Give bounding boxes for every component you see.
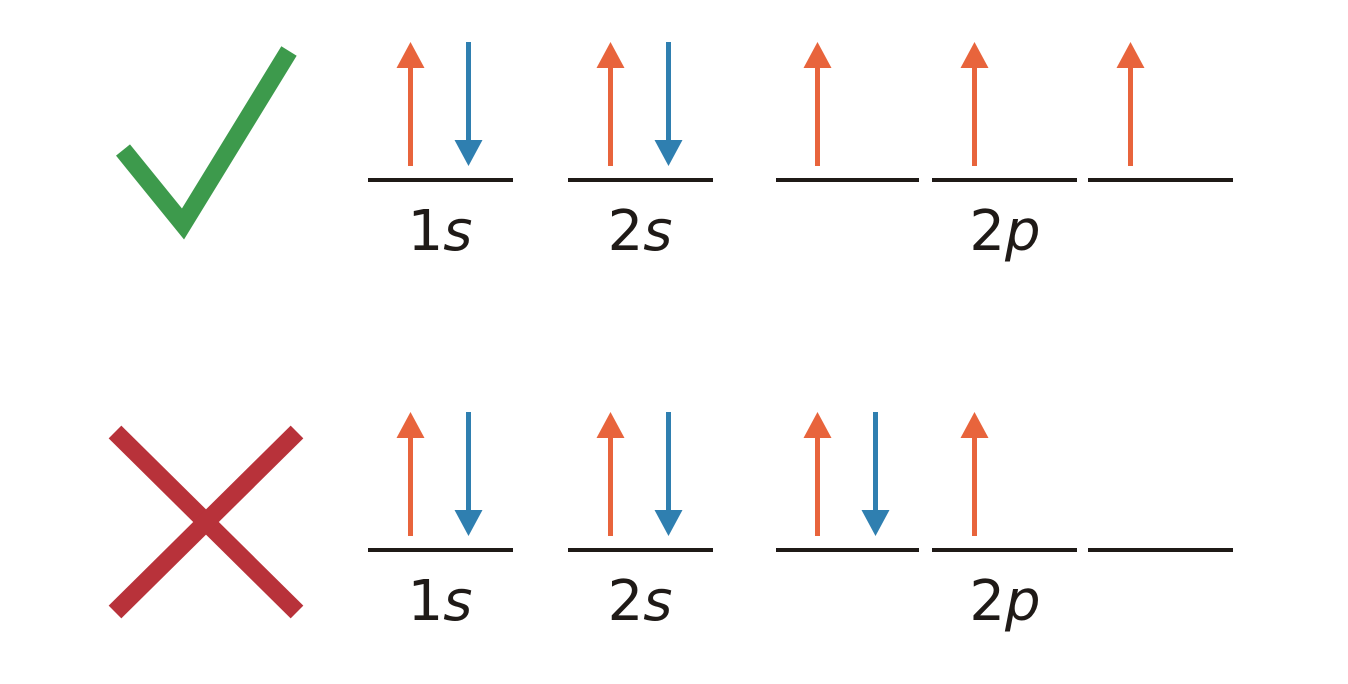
orbital-box [1088,42,1233,182]
orbital-box [776,412,919,552]
arrow-shaft [972,66,977,166]
cross-stroke [108,425,304,619]
spin-down-arrow [654,42,683,166]
spin-up-arrow [396,412,425,536]
arrow-shaft [1128,66,1133,166]
arrow-shaft [408,436,413,536]
spin-down-arrow [454,42,483,166]
spin-down-arrow [654,412,683,536]
diagram-row-correct [116,42,1233,240]
spin-up-arrow [960,412,989,536]
arrow-head [1116,42,1145,68]
arrow-shaft [666,42,671,142]
arrow-head [654,140,683,166]
subshell-letter: p [1005,199,1041,264]
arrow-shaft [815,436,820,536]
orbital-box [568,42,713,182]
spin-up-arrow [803,412,832,536]
subshell-letter: s [443,569,473,634]
arrow-head [596,412,625,438]
orbital-box [776,42,919,182]
orbital-box [932,42,1077,182]
spin-up-arrow [396,42,425,166]
arrow-head [960,412,989,438]
arrow-shaft [408,66,413,166]
arrow-shaft [608,436,613,536]
arrow-shaft [466,412,471,512]
subshell-label: 2s [608,204,673,260]
orbital-box [368,42,513,182]
subshell-letter: p [1005,569,1041,634]
orbital-box [568,412,713,552]
subshell-label: 2p [969,574,1040,630]
subshell-letter: s [443,199,473,264]
cross-icon [108,425,304,619]
arrow-head [654,510,683,536]
arrow-shaft [666,412,671,512]
arrow-shaft [972,436,977,536]
subshell-letter: s [643,199,673,264]
check-icon [116,46,297,240]
arrow-head [960,42,989,68]
spin-down-arrow [861,412,890,536]
arrow-shaft [608,66,613,166]
subshell-number: 2 [607,199,644,264]
arrow-head [861,510,890,536]
arrow-shaft [873,412,878,512]
orbital-box [368,412,513,552]
subshell-number: 1 [407,199,444,264]
subshell-label: 1s [408,204,473,260]
subshell-number: 2 [607,569,644,634]
spin-up-arrow [1116,42,1145,166]
spin-up-arrow [596,42,625,166]
subshell-label: 2s [608,574,673,630]
spin-up-arrow [596,412,625,536]
arrow-head [454,510,483,536]
orbital-box [932,412,1077,552]
subshell-number: 2 [969,569,1006,634]
spin-down-arrow [454,412,483,536]
subshell-number: 1 [407,569,444,634]
subshell-number: 2 [969,199,1006,264]
spin-up-arrow [960,42,989,166]
subshell-label: 1s [408,574,473,630]
arrow-shaft [466,42,471,142]
arrow-head [803,412,832,438]
subshell-label: 2p [969,204,1040,260]
arrow-head [454,140,483,166]
arrow-head [396,412,425,438]
arrow-shaft [815,66,820,166]
arrow-head [396,42,425,68]
subshell-letter: s [643,569,673,634]
arrow-head [596,42,625,68]
diagram-row-incorrect [108,412,1233,619]
spin-up-arrow [803,42,832,166]
arrow-head [803,42,832,68]
